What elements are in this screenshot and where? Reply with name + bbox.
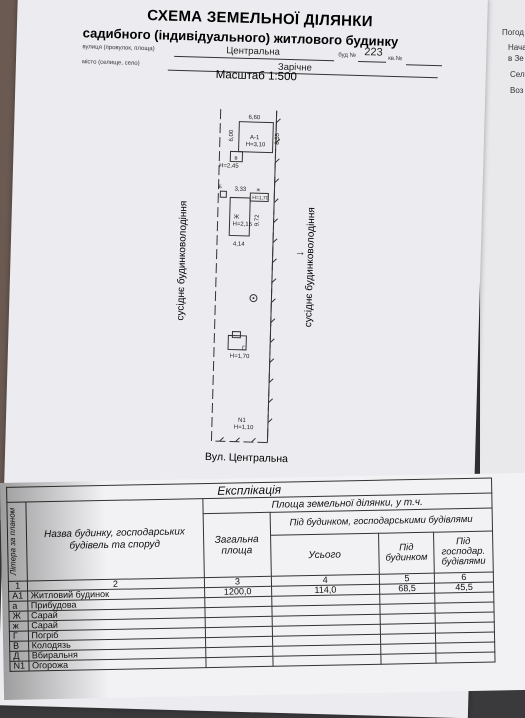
shed-zh-small — [249, 192, 269, 203]
col-name-header: Назва будинку, господарських будівель та… — [25, 498, 204, 582]
cellar-g-entry — [231, 331, 242, 339]
well-v — [249, 294, 258, 303]
col-outbuild-header: Під господар. будівлями — [433, 531, 494, 574]
a1-left-dim: 6,00 — [229, 129, 235, 142]
col-house-header: Під будинком — [378, 532, 435, 575]
zh-label: Ж — [234, 215, 240, 221]
row-name: Огорожа — [28, 657, 206, 671]
side-line: в Зе — [508, 54, 524, 63]
row-house — [380, 653, 437, 665]
g-height: Н=1,70 — [230, 353, 250, 360]
explication-table: Експлікація Літера за планом Назва будин… — [6, 478, 496, 672]
side-line: Погод — [502, 28, 524, 37]
explication-sheet: Експлікація Літера за планом Назва будин… — [0, 472, 525, 700]
zh-small-label: ж — [256, 187, 260, 193]
n1-label: N1 — [238, 418, 246, 424]
zh-right-dim: 9,72 — [254, 214, 260, 227]
a1-top-dim: 6,60 — [248, 115, 261, 121]
house-a1 — [238, 121, 274, 154]
zh-bottom-dim: 4,14 — [233, 242, 246, 248]
col-total-header: Загальна площа — [202, 512, 271, 578]
side-line: Воз — [510, 86, 524, 95]
toilet-d — [219, 190, 227, 198]
zh-small-height: Н=1,70 — [252, 195, 269, 201]
fence-ticks — [219, 118, 281, 443]
well-v-dot — [252, 297, 255, 300]
plot-boundary — [210, 109, 278, 444]
direction-arrow: → — [295, 246, 306, 258]
scheme-sheet: СХЕМА ЗЕМЕЛЬНОЇ ДІЛЯНКИ садибного (індив… — [0, 0, 488, 718]
a1-height: Н=3,10 — [246, 142, 266, 149]
row-total — [205, 656, 273, 668]
row-letter: N1 — [9, 661, 29, 672]
g-label: Г — [242, 346, 246, 352]
a1-right-dim: 8,55 — [275, 132, 281, 145]
side-line: Сел — [510, 70, 525, 79]
col-all-header: Усього — [270, 533, 380, 577]
side-line: Нача — [508, 43, 525, 52]
site-plan: 6,60 А-1 Н=3,10 6,00 8,55 в Н=2,45 Б 3,3… — [210, 109, 306, 444]
a1-label: А-1 — [250, 135, 260, 141]
n1-height: Н=1,10 — [234, 425, 254, 432]
zh-height: Н=2,15 — [232, 222, 252, 229]
street-caption: Вул. Центральна — [204, 450, 289, 466]
gate-label: Б — [218, 184, 222, 190]
row-all — [272, 654, 382, 667]
side-document: Погод Нача в Зе Сел Воз — [480, 0, 525, 520]
extension-b — [229, 150, 244, 163]
shed-zh — [228, 196, 251, 237]
b-height: Н=2,45 — [219, 163, 239, 170]
fence-line — [266, 110, 278, 443]
zh-top-dim: 3,33 — [234, 187, 247, 193]
cellar-g — [227, 334, 247, 351]
b-label: в — [234, 156, 237, 162]
col-letter-header: Літера за планом — [7, 507, 18, 576]
row-outbuild — [435, 652, 496, 664]
